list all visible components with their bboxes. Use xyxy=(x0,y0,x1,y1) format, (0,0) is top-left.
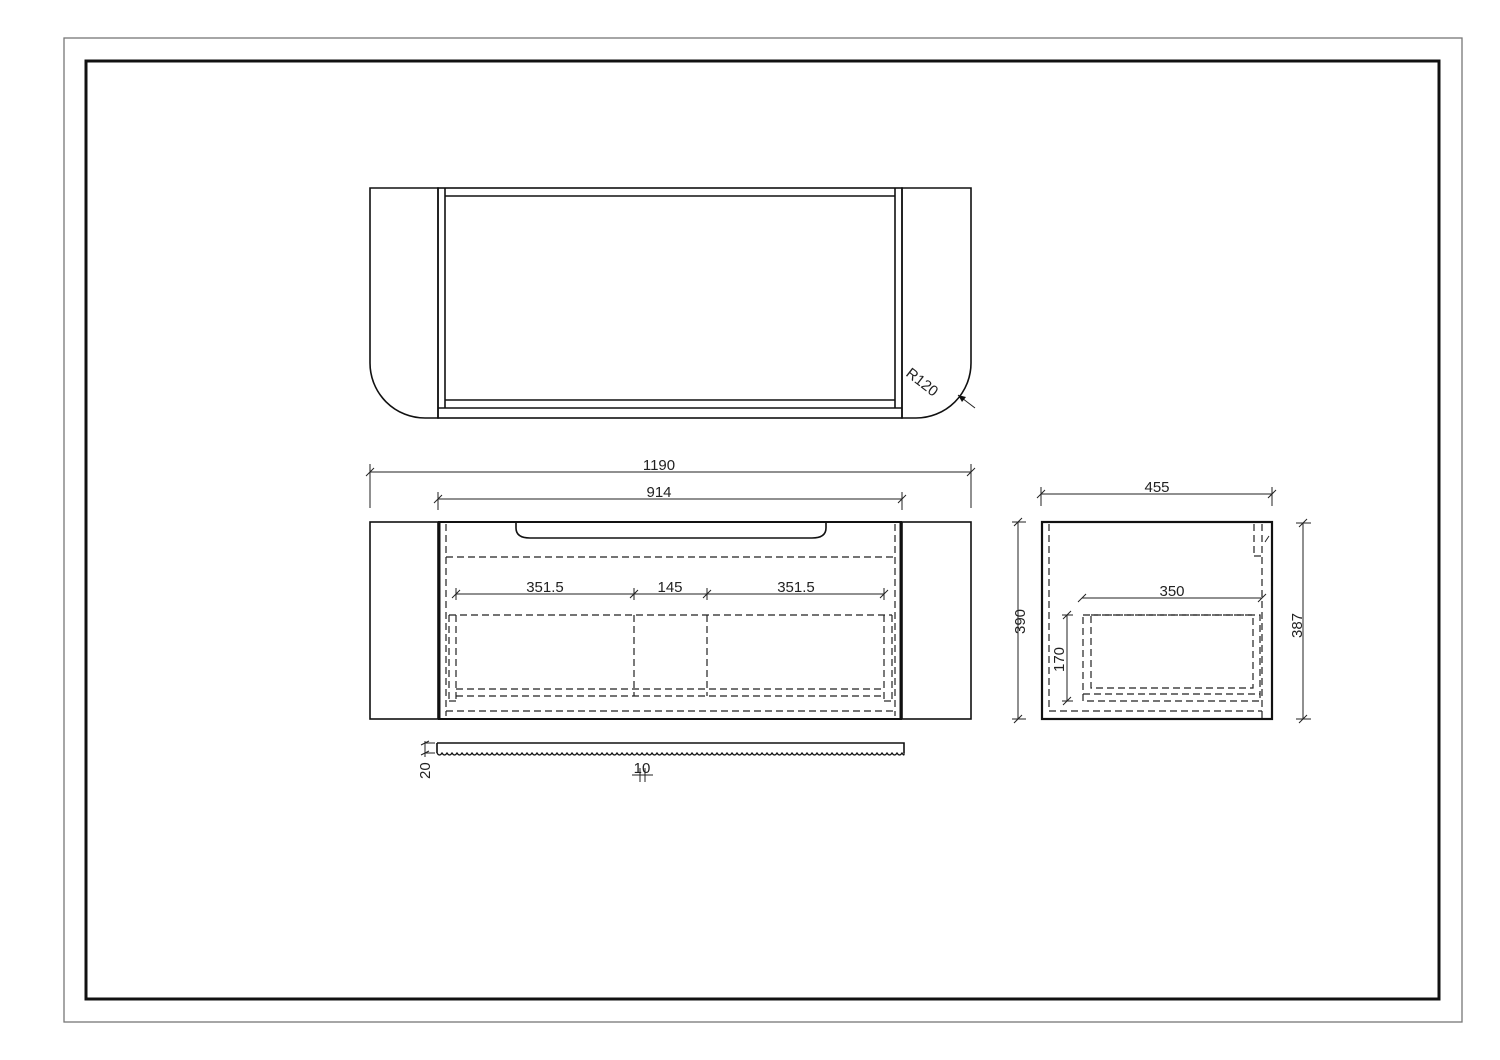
dim-drawer-right: 351.5 xyxy=(777,579,815,596)
dim-height-right: 387 xyxy=(1289,613,1306,638)
side-view: 455 350 170 390 38 xyxy=(1012,479,1311,724)
front-view-dimensions: 1190 914 xyxy=(365,457,976,510)
dim-drawer-left: 351.5 xyxy=(526,579,564,596)
front-view: 351.5 145 351.5 xyxy=(369,521,972,720)
dim-drawer-depth: 350 xyxy=(1159,583,1184,600)
panel-detail: 20 10 xyxy=(417,740,905,782)
dim-drawer-height: 170 xyxy=(1051,647,1068,672)
dim-overall-width: 1190 xyxy=(643,457,675,474)
dim-drawer-gap: 145 xyxy=(657,579,682,596)
dim-panel-thickness: 20 xyxy=(417,762,434,779)
outer-frame xyxy=(63,37,1463,1023)
dim-inner-width: 914 xyxy=(646,484,671,501)
top-view: R120 xyxy=(369,187,976,419)
radius-label: R120 xyxy=(903,365,942,400)
dim-height-left: 390 xyxy=(1012,609,1029,634)
inner-frame xyxy=(84,59,1441,1001)
dim-groove-pitch: 10 xyxy=(634,760,651,777)
dim-depth: 455 xyxy=(1144,479,1169,496)
